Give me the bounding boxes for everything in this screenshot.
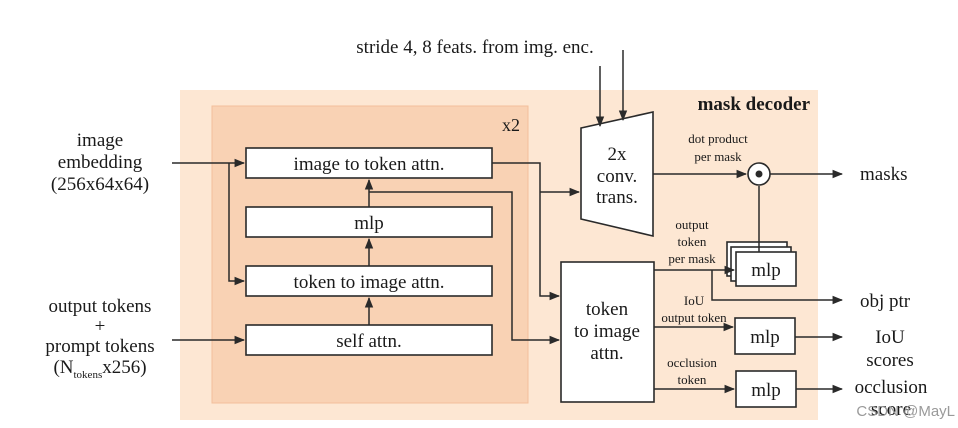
mask-mlp-block xyxy=(735,251,797,287)
image-embedding-label-1: image xyxy=(77,130,123,151)
final-attn-label-1: token xyxy=(586,299,629,320)
mlp-label: mlp xyxy=(354,213,384,234)
dot-product-node-center xyxy=(755,170,763,178)
dot-product-label-1: dot product xyxy=(688,131,748,146)
iou-token-label-1: IoU xyxy=(684,293,705,308)
token-to-image-attn-label: token to image attn. xyxy=(294,272,445,293)
iou-token-label-2: output token xyxy=(661,310,727,325)
mask-mlp-label: mlp xyxy=(751,260,781,281)
conv-trans-label-3: trans. xyxy=(596,187,638,208)
conv-trans-label-1: 2x xyxy=(608,144,628,165)
occlusion-score-label-2: score xyxy=(871,399,911,420)
token-bypass-path xyxy=(369,191,561,345)
obj-ptr-arrow xyxy=(711,270,844,305)
iou-mlp-block xyxy=(734,317,796,355)
image-embedding-branch-arrow xyxy=(228,163,246,286)
final-token-to-image-attn-block xyxy=(560,261,655,403)
output-tokens-label-1: output tokens xyxy=(49,296,152,317)
output-token-label-2: token xyxy=(678,234,707,249)
output-tokens-label-3: prompt tokens xyxy=(45,336,154,357)
iou-scores-label-1: IoU xyxy=(875,327,905,348)
token-dims-subscript: tokens xyxy=(74,369,103,381)
occlusion-token-label-1: occlusion xyxy=(667,355,717,370)
mlp-block xyxy=(245,206,493,238)
occlusion-mlp-label: mlp xyxy=(751,380,781,401)
occlusion-mlp-block xyxy=(735,370,797,408)
output-token-label-1: output xyxy=(675,217,709,232)
watermark: CSDN @MayL xyxy=(856,403,955,420)
token-dims-suffix: x256) xyxy=(102,357,146,378)
image-bypass-path xyxy=(492,162,561,301)
occlusion-score-label-1: occlusion xyxy=(855,377,928,398)
iou-mlp-label: mlp xyxy=(750,327,780,348)
repeat-label: x2 xyxy=(502,115,520,135)
masks-output-label: masks xyxy=(860,164,908,185)
image-embedding-label-2: embedding xyxy=(58,152,143,173)
conv-trans-label-2: conv. xyxy=(597,166,637,187)
conv-trans-block xyxy=(580,111,654,238)
token-to-image-attn-block xyxy=(245,265,493,297)
occlusion-token-label-2: token xyxy=(678,372,707,387)
obj-ptr-output-label: obj ptr xyxy=(860,291,911,312)
module-title: mask decoder xyxy=(698,94,811,115)
self-attn-label: self attn. xyxy=(336,331,401,352)
image-to-token-attn-label: image to token attn. xyxy=(294,154,445,175)
iou-scores-label-2: scores xyxy=(866,350,913,371)
image-embedding-label-3: (256x64x64) xyxy=(51,174,149,195)
output-token-label-3: per mask xyxy=(668,251,716,266)
image-to-token-attn-block xyxy=(245,147,493,179)
output-tokens-label-2: + xyxy=(95,316,106,337)
final-attn-label-3: attn. xyxy=(590,343,623,364)
dot-product-label-2: per mask xyxy=(694,149,742,164)
top-input-label: stride 4, 8 feats. from img. enc. xyxy=(356,37,593,58)
token-dims-prefix: (N xyxy=(53,357,73,378)
final-attn-label-2: to image xyxy=(574,321,640,342)
token-dims-label: (Ntokensx256) xyxy=(53,357,146,381)
